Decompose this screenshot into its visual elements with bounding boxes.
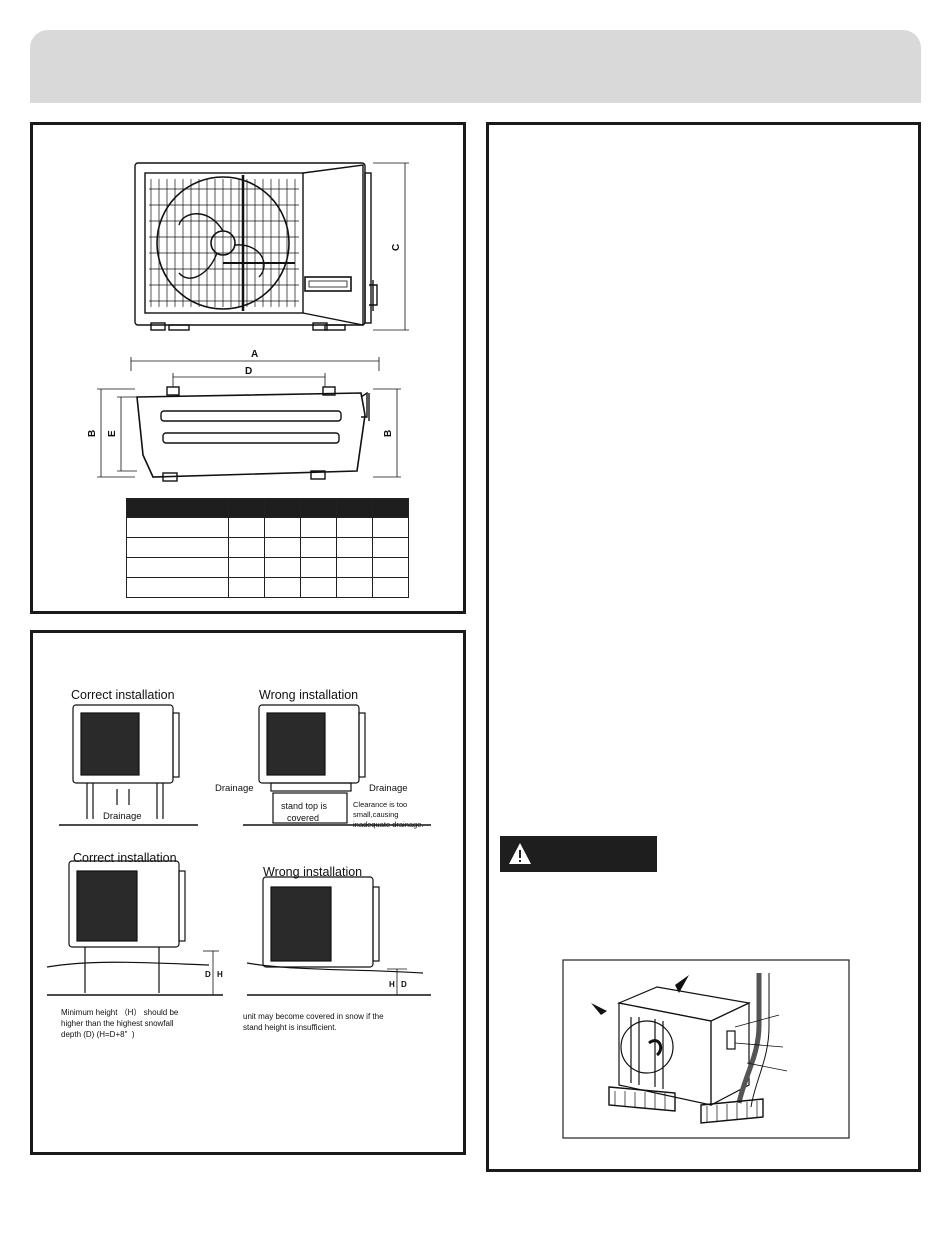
unit-dimension-drawing: C A D B E B xyxy=(87,162,409,482)
unit-side-face xyxy=(710,1002,750,1106)
correct-installation-title-2: Correct installation xyxy=(73,851,177,865)
wrong-installation-title-2: Wrong installation xyxy=(263,865,362,879)
dim-label-d: D xyxy=(245,366,252,377)
clearance-note-line3: inadequate drainage. xyxy=(353,820,423,829)
height-mark-h-2: H xyxy=(389,980,395,989)
drainage-label-1: Drainage xyxy=(103,811,142,822)
dim-label-b-right: B xyxy=(383,430,394,437)
wind-arrow-top-icon xyxy=(675,975,689,993)
table-row xyxy=(126,577,409,598)
height-mark-d-1: D xyxy=(205,970,211,979)
min-height-note-line2: higher than the highest snowfall xyxy=(61,1019,174,1028)
installation-examples-drawing: Correct installation Wrong installation … xyxy=(46,688,431,1039)
warning-badge xyxy=(500,836,657,872)
wind-arrow-left-icon xyxy=(591,1003,607,1015)
snow-note-line2: stand height is insufficient. xyxy=(243,1023,337,1032)
nameplate xyxy=(304,276,352,292)
drainage-label-right: Drainage xyxy=(369,783,408,794)
stand-top-note-line1: stand top is xyxy=(281,801,328,811)
fan-grille-frame xyxy=(144,172,304,314)
table-row xyxy=(126,557,409,578)
dimensions-panel: C A D B E B xyxy=(30,122,466,614)
snow-note-line1: unit may become covered in snow if the xyxy=(243,1012,384,1021)
installation-location-panel: Correct installation Wrong installation … xyxy=(30,630,466,1155)
warning-triangle-icon xyxy=(509,843,531,864)
correct-install-legs-unit xyxy=(59,704,198,826)
stand-top-note-line2: covered xyxy=(287,813,319,823)
dim-label-b-left: B xyxy=(87,430,98,437)
dimensions-table xyxy=(126,498,409,598)
unit-top-outline xyxy=(136,392,366,478)
table-row xyxy=(126,537,409,558)
table-row xyxy=(126,517,409,538)
dim-label-e: E xyxy=(107,430,118,437)
correct-install-snow-unit xyxy=(46,860,223,996)
height-mark-d-2: D xyxy=(401,980,407,989)
dim-label-a: A xyxy=(251,349,258,360)
unit-side-panel xyxy=(302,164,364,326)
correct-installation-title-1: Correct installation xyxy=(71,688,175,702)
page-header-bar xyxy=(30,30,921,103)
min-height-note-line3: depth (D) (H=D+8" ) xyxy=(61,1030,135,1039)
table-header-row xyxy=(126,498,409,518)
unit-on-stand-illustration xyxy=(562,959,850,1139)
clearance-note-line2: small,causing xyxy=(353,810,398,819)
wrong-install-snow-unit xyxy=(246,876,431,996)
right-info-panel xyxy=(486,122,921,1172)
wrong-installation-title-1: Wrong installation xyxy=(259,688,358,702)
height-mark-h-1: H xyxy=(217,970,223,979)
min-height-note-line1: Minimum height （H） should be xyxy=(61,1008,179,1017)
dim-label-c: C xyxy=(391,244,402,251)
wrong-install-stand-unit xyxy=(243,704,431,826)
clearance-note-line1: Clearance is too xyxy=(353,800,407,809)
drainage-label-left: Drainage xyxy=(215,783,254,794)
fan-blade-circle xyxy=(156,176,290,310)
